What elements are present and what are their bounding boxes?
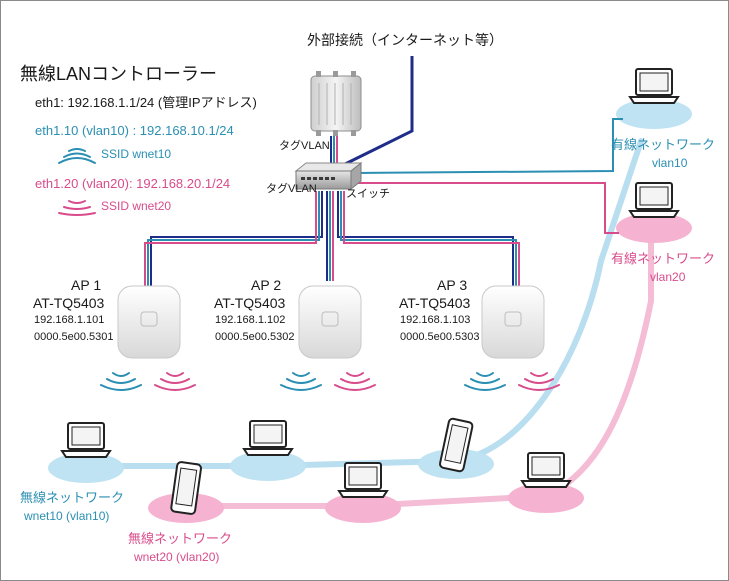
vlan10-wired-cable [355,118,623,174]
wnet20-laptop2-base [508,483,584,513]
wired-vlan20-label: 有線ネットワーク [611,251,716,266]
wnet10-laptop1-base [48,453,124,483]
controller-eth1-10: eth1.10 (vlan10) : 192.168.10.1/24 [35,123,234,138]
ap3-mac: 0000.5e00.5303 [400,331,480,343]
tag-vlan-label-top: タグVLAN [279,140,330,152]
ap1-device [117,285,181,359]
wnet20-laptop1-base [325,493,401,523]
laptop-icon [60,68,680,498]
wnet10-sub: wnet10 (vlan10) [24,509,110,523]
ssid-wnet20: SSID wnet20 [101,199,172,213]
internet-label: 外部接続（インターネット等） [307,32,503,48]
wnet10-label: 無線ネットワーク [20,490,125,505]
smartphone-icon [170,417,474,515]
wired-vlan20-base [616,213,692,243]
wnet20-sub: wnet20 (vlan20) [134,550,220,564]
ap1-mac: 0000.5e00.5301 [34,331,114,343]
internet-uplink [340,56,414,168]
vlan20-wired-cable [356,182,619,234]
wnet20-label: 無線ネットワーク [128,531,233,546]
ap2-ip: 192.168.1.102 [215,314,286,326]
wireless-controller-device [310,71,362,136]
page-title: 無線LANコントローラー [20,64,218,84]
ap2-mac: 0000.5e00.5302 [215,331,295,343]
ap3-name: AP 3 [437,277,468,293]
ssid-wnet10: SSID wnet10 [101,147,172,161]
switch-device [294,161,363,191]
ap3-model: AT-TQ5403 [399,295,471,311]
wnet10-laptop2-base [230,451,306,481]
cables [144,56,623,286]
ap2-device [298,285,362,359]
ap2-name: AP 2 [251,277,282,293]
wired-vlan10-base [616,99,692,129]
switch-label: スイッチ [346,188,390,200]
controller-eth1-20: eth1.20 (vlan20): 192.168.20.1/24 [35,176,231,191]
ap1-ip: 192.168.1.101 [34,314,105,326]
wired-vlan20-sub: vlan20 [650,270,686,284]
controller-eth1: eth1: 192.168.1.1/24 (管理IPアドレス) [35,95,257,110]
tag-vlan-label-bottom: タグVLAN [266,183,317,195]
wired-vlan10-sub: vlan10 [652,156,688,170]
ap1-model: AT-TQ5403 [33,295,105,311]
ap1-name: AP 1 [71,277,102,293]
wired-vlan10-label: 有線ネットワーク [611,137,716,152]
wifi-icon [58,148,560,391]
ap3-ip: 192.168.1.103 [400,314,471,326]
ap2-model: AT-TQ5403 [214,295,286,311]
ap3-device [481,285,545,359]
